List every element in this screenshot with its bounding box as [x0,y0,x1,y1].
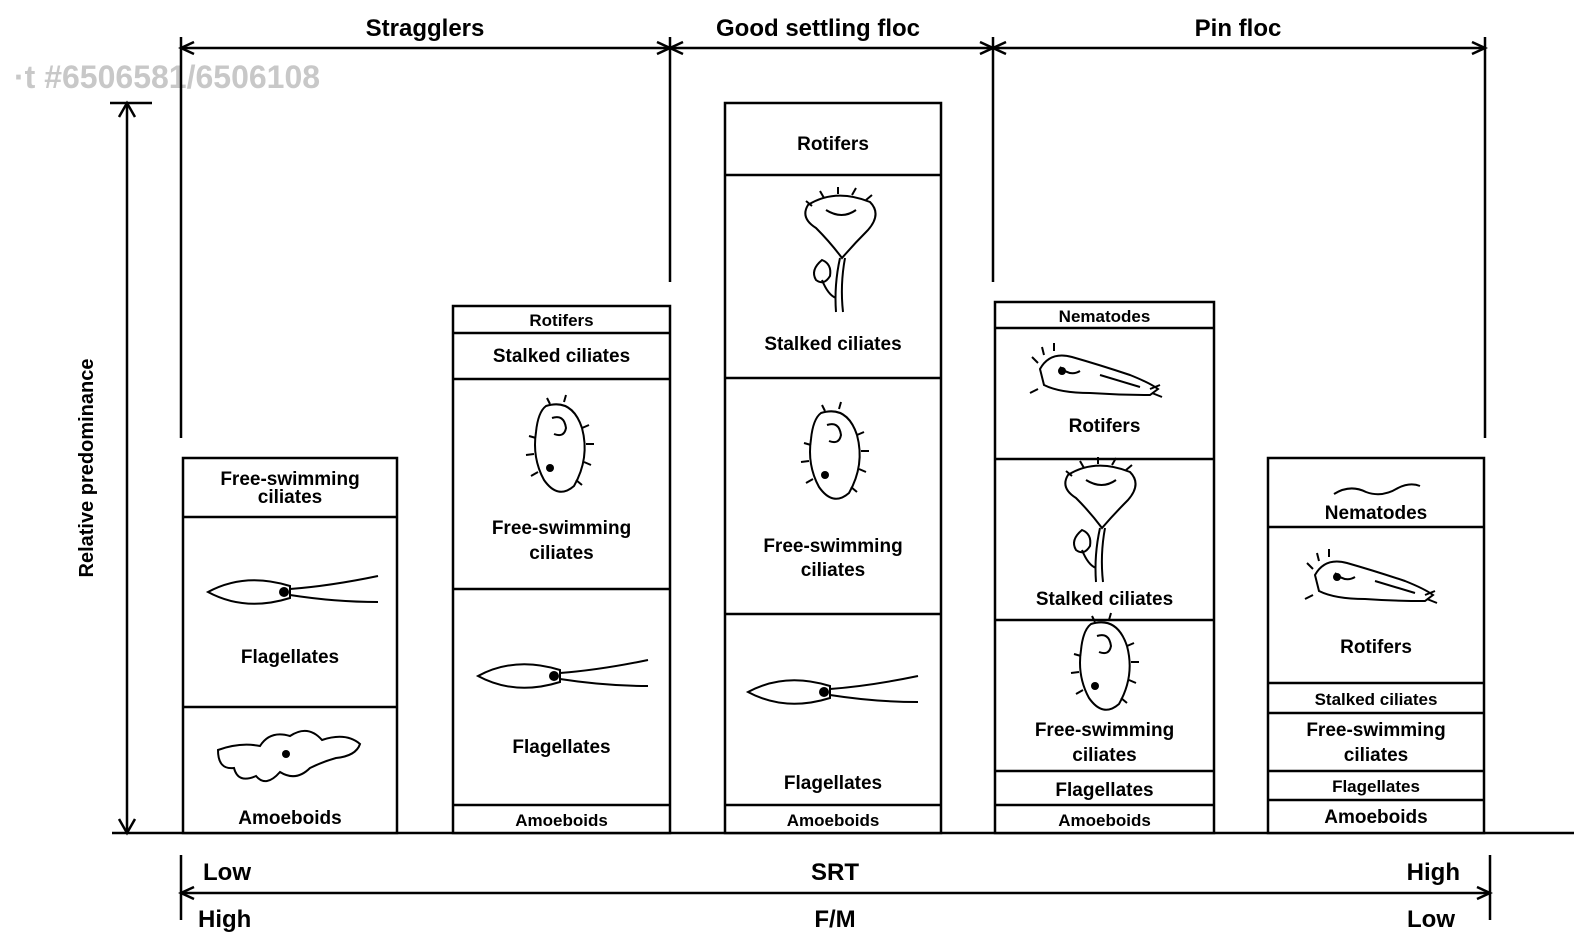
cell-label: ciliates [1072,745,1136,766]
cell: Free-swimming ciliates [995,612,1214,766]
phase-label-stragglers: Stragglers [366,15,485,42]
cell-label: Amoeboids [787,811,880,830]
flagellate-icon [745,675,919,705]
srt-axis-label: SRT [811,859,859,886]
cell-label: Rotifers [1340,637,1412,658]
cell-label: Stalked ciliates [1315,690,1438,709]
fm-axis-label: F/M [814,906,855,933]
y-axis-label: Relative predominance [76,359,98,578]
cell: Amoeboids [995,803,1214,830]
cell-label: Amoeboids [1324,807,1427,828]
watermark-text: ·t #6506581/6506108 [14,59,320,95]
cell-label: Rotifers [1069,416,1141,437]
srt-high-label: High [1407,859,1460,886]
cell: Free-swimming ciliates [453,377,670,564]
flagellate-icon [205,575,379,605]
cell-label: ciliates [529,543,593,564]
cell: Flagellates [183,515,397,668]
cell: Amoeboids [453,803,670,830]
ciliate-icon [800,401,869,500]
cell: Rotifers [1268,525,1484,658]
cell-label: Nematodes [1059,307,1151,326]
rotifer-icon [1029,343,1163,398]
cell: Rotifers [995,326,1214,437]
cell: Stalked ciliates [1268,681,1484,709]
cell: Flagellates [725,612,941,794]
fm-high-label: High [198,906,251,933]
stalked-ciliate-icon [1064,457,1137,583]
column-outline [451,304,672,835]
phase-label-good-settling-floc: Good settling floc [716,15,920,42]
cell: Free-swimming ciliates [1268,711,1484,766]
cell: Stalked ciliates [995,457,1214,610]
column-1: Free-swimmingciliatesFlagellatesAmoeboid… [181,456,399,835]
cell: Stalked ciliates [453,331,670,367]
cell-label: Amoeboids [238,808,341,829]
ciliate-icon [525,394,594,493]
cell: Amoeboids [1268,798,1484,828]
cell-label: Free-swimming [1035,720,1174,741]
cell-label: ciliates [801,560,865,581]
cell-label: Stalked ciliates [493,346,630,367]
cell-label: Free-swimming [492,518,631,539]
phase-brackets [178,37,1488,438]
stalked-ciliate-icon [804,187,877,313]
cell: Rotifers [529,311,593,330]
cell: Amoeboids [183,705,397,829]
nematode-icon [1333,483,1421,496]
cell-label: Amoeboids [515,811,608,830]
cell-label: Nematodes [1325,503,1427,524]
cell: Free-swimming ciliates [725,376,941,581]
cell: Amoeboids [725,803,941,830]
cell-label: Free-swimming [220,469,359,490]
rotifer-icon [1304,549,1438,604]
cell: Rotifers [797,134,869,155]
fm-low-label: Low [1407,906,1455,933]
cell: Flagellates [453,587,670,758]
cell: Nematodes [1325,483,1427,524]
cell-label: Amoeboids [1058,811,1151,830]
flagellate-icon [475,659,649,689]
cell: Nematodes [1059,307,1151,326]
amoeba-icon [216,729,362,783]
cell-label: Stalked ciliates [764,334,901,355]
cell: Flagellates [1268,769,1484,796]
phase-label-pin-floc: Pin floc [1195,15,1282,42]
cell-label: Flagellates [784,773,882,794]
cell-label: Free-swimming [1306,720,1445,741]
cell-label: ciliates [1344,745,1408,766]
srt-low-label: Low [203,859,251,886]
cell-label: Flagellates [512,737,610,758]
cell-label: ciliates [258,487,322,508]
cell-label: Rotifers [529,311,593,330]
cell-label: Flagellates [1055,780,1153,801]
cell-label: Free-swimming [763,536,902,557]
y-axis [110,100,152,836]
ciliate-icon [1070,612,1139,711]
cell-label: Flagellates [241,647,339,668]
cell: Flagellates [995,769,1214,801]
organism-columns: Free-swimmingciliatesFlagellatesAmoeboid… [181,101,1486,835]
cell-label: Rotifers [797,134,869,155]
cell-label: Stalked ciliates [1036,589,1173,610]
bottom-axes [178,855,1493,920]
cell: Stalked ciliates [725,173,941,355]
cell-label: Flagellates [1332,777,1420,796]
